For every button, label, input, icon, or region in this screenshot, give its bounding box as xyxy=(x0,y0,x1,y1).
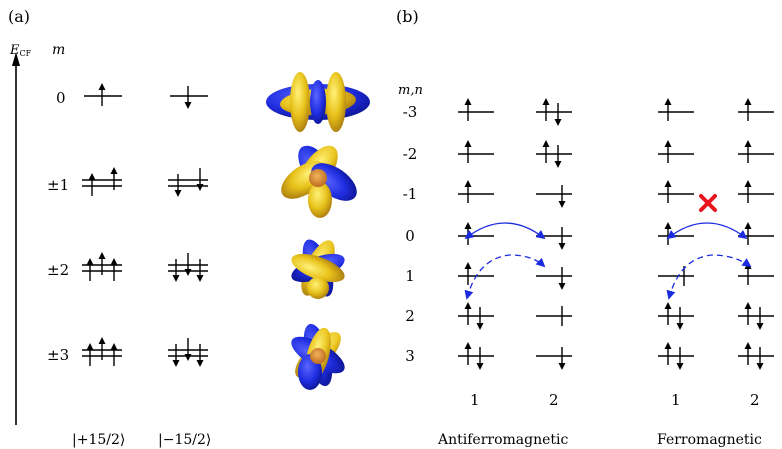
energy-axis-label: ECF xyxy=(9,43,32,58)
level-3-col-1-spin-1-head xyxy=(184,354,192,361)
afm-site2-row-1-spin-up-head xyxy=(542,140,550,147)
ket-minus-label: |−15/2⟩ xyxy=(158,432,211,448)
fm-site1-row-6-spin-down-head xyxy=(676,363,684,370)
afm-hop-arrow-solid xyxy=(464,222,546,240)
blocked-hop-cross xyxy=(699,194,717,212)
ket-plus-label: |+15/2⟩ xyxy=(72,432,125,448)
row-label-1: -2 xyxy=(403,145,418,163)
level-1-col-0-spin-0-head xyxy=(88,173,96,180)
panel-a-label: (a) xyxy=(8,7,30,26)
fm-site1-row-1-spin-head xyxy=(664,140,672,147)
afm-site-label-2: 2 xyxy=(549,391,559,409)
row-label-5: 2 xyxy=(405,307,415,325)
afm-site2-row-6-spin-head xyxy=(558,363,566,370)
level-2-col-0-spin-1-head xyxy=(98,252,106,259)
panel-b-label: (b) xyxy=(396,7,419,26)
fm-site-label-1: 1 xyxy=(671,391,681,409)
row-labels: -3 -2 -1 0 1 2 3 xyxy=(403,103,418,365)
level-3-col-0-spin-0-head xyxy=(86,343,94,350)
level-2-col-1-spin-2-head xyxy=(196,275,204,282)
row-label-4: 1 xyxy=(405,267,415,285)
level-2-col-1-spin-1-head xyxy=(184,269,192,276)
row-label-2: -1 xyxy=(403,185,418,203)
level-1-col-0-spin-1-head xyxy=(110,167,118,174)
row-label-6: 3 xyxy=(405,347,415,365)
level-2-col-1-spin-0-head xyxy=(172,275,180,282)
fm-site2-row-6-spin-up-head xyxy=(744,342,752,349)
fm-site1-row-0-spin-head xyxy=(664,98,672,105)
fm-site1-row-5-spin-down-head xyxy=(676,323,684,330)
fm-site2-row-3-spin-head xyxy=(744,222,752,229)
level-1-col-1-spin-0-head xyxy=(174,190,182,197)
fm-hop-arrow-solid xyxy=(666,222,748,240)
level-2-col-0-spin-2-head xyxy=(110,258,118,265)
orbital-shape-m1 xyxy=(281,145,357,218)
level-1-col-1-spin-1-head xyxy=(196,184,204,191)
fm-site1-row-3-spin-head xyxy=(664,222,672,229)
fm-site2-row-5-spin-up-head xyxy=(744,302,752,309)
fm-site1-row-2-spin-head xyxy=(664,180,672,187)
afm-site1-row-2-spin-head xyxy=(464,180,472,187)
afm-site2-row-2-spin-head xyxy=(558,201,566,208)
afm-site2-row-3-spin-head xyxy=(558,243,566,250)
afm-site1-row-6-spin-down-head xyxy=(476,363,484,370)
level-label-3: ±3 xyxy=(47,346,69,364)
afm-site1-row-6-spin-up-head xyxy=(464,342,472,349)
fm-site2-row-1-spin-head xyxy=(744,140,752,147)
afm-site2-row-1-spin-down-head xyxy=(554,161,562,168)
fm-site1-row-5-spin-up-head xyxy=(664,302,672,309)
energy-axis xyxy=(12,52,20,425)
row-label-0: -3 xyxy=(403,103,418,121)
hopping-level-diagrams xyxy=(458,98,774,370)
caption-antiferromagnetic: Antiferromagnetic xyxy=(437,432,569,448)
afm-site2-row-4-spin-head xyxy=(558,283,566,290)
row-label-3: 0 xyxy=(405,227,415,245)
level-2-col-0-spin-0-head xyxy=(86,258,94,265)
level-3-col-0-spin-2-head xyxy=(110,343,118,350)
level-3-col-1-spin-0-head xyxy=(172,360,180,367)
orbital-shape-m3 xyxy=(291,323,345,390)
fm-site2-row-5-spin-down-head xyxy=(756,323,764,330)
afm-site1-row-5-spin-down-head xyxy=(476,323,484,330)
caption-ferromagnetic: Ferromagnetic xyxy=(657,432,762,448)
level-0-col-1-spin-head xyxy=(184,102,192,109)
fm-site2-row-6-spin-down-head xyxy=(756,363,764,370)
orbital-shape-m2 xyxy=(291,239,345,299)
level-diagrams xyxy=(82,83,208,367)
fm-site-label-2: 2 xyxy=(750,391,760,409)
afm-site1-row-1-spin-head xyxy=(464,140,472,147)
level-label-0: 0 xyxy=(56,89,66,107)
orbital-shape-m0 xyxy=(266,72,370,132)
afm-hop-arrow-dashed xyxy=(464,254,546,300)
afm-site1-row-3-spin-head xyxy=(464,222,472,229)
afm-site-label-1: 1 xyxy=(470,391,480,409)
fm-site2-row-2-spin-head xyxy=(744,180,752,187)
fm-site2-row-4-spin-head xyxy=(744,262,752,269)
afm-site1-row-5-spin-up-head xyxy=(464,302,472,309)
afm-site2-row-0-spin-up-head xyxy=(542,98,550,105)
level-label-2: ±2 xyxy=(47,261,69,279)
fm-site2-row-0-spin-head xyxy=(744,98,752,105)
fm-hop-arrow-dashed xyxy=(666,254,752,300)
row-header-mn: m,n xyxy=(398,83,423,98)
afm-site1-row-4-spin-head xyxy=(464,262,472,269)
fm-site1-row-6-spin-up-head xyxy=(664,342,672,349)
afm-site2-row-0-spin-down-head xyxy=(554,119,562,126)
afm-site1-row-0-spin-head xyxy=(464,98,472,105)
level-3-col-0-spin-1-head xyxy=(98,337,106,344)
level-3-col-1-spin-2-head xyxy=(196,360,204,367)
level-label-1: ±1 xyxy=(47,176,69,194)
m-axis-label: m xyxy=(52,42,65,58)
level-0-col-0-spin-head xyxy=(98,83,106,90)
